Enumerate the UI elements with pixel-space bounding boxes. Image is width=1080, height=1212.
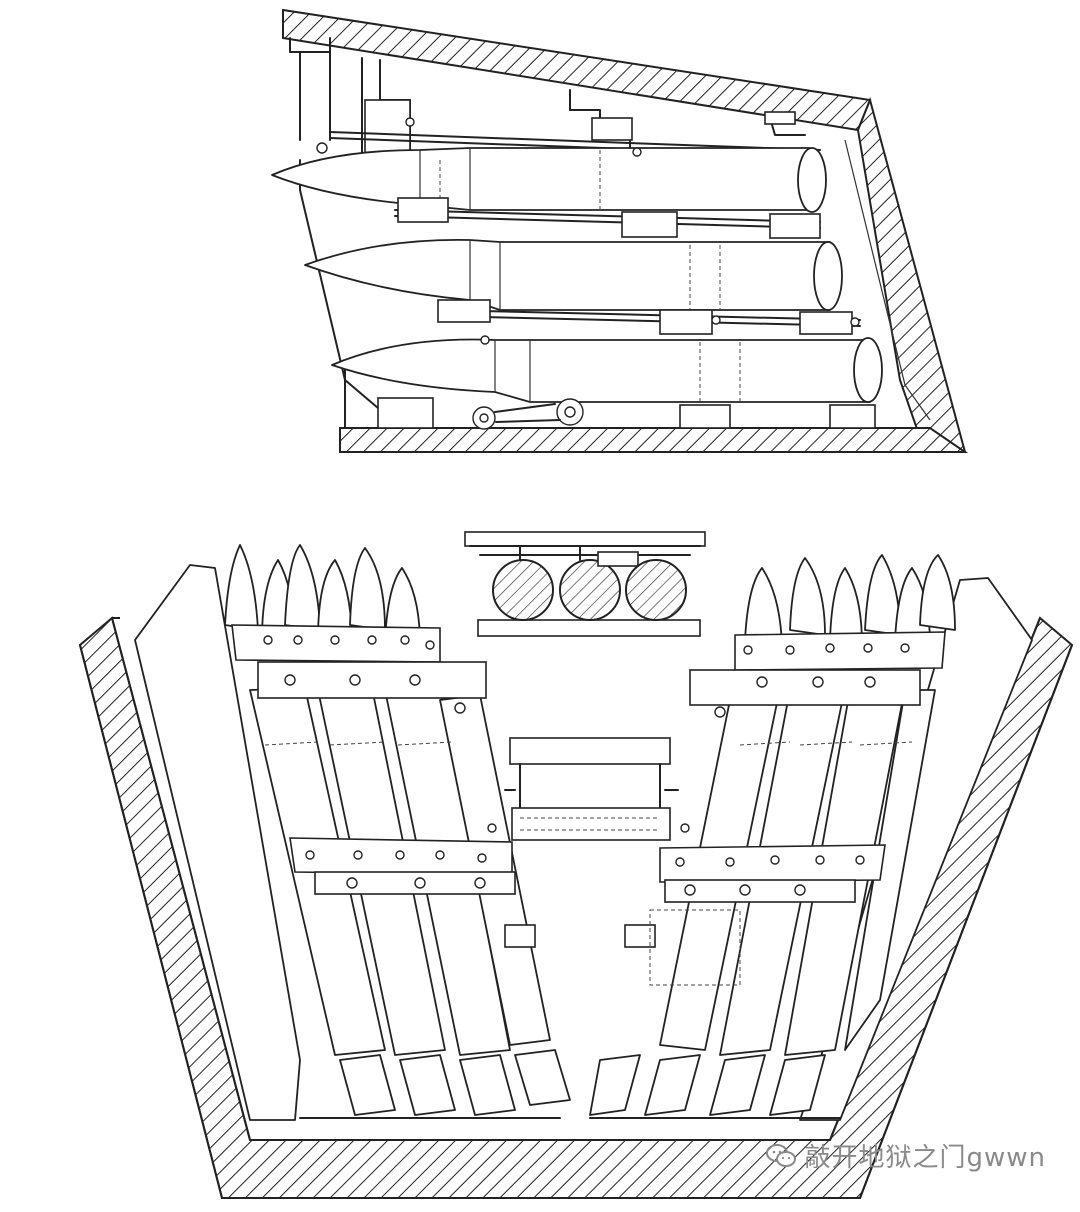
shell-bottom xyxy=(331,337,883,403)
side-section-view xyxy=(271,8,969,453)
left-rack xyxy=(224,544,571,1119)
shell-section-2 xyxy=(559,559,621,621)
cross-section-detail xyxy=(464,531,706,637)
shell-section-1 xyxy=(492,559,554,621)
right-rack xyxy=(589,554,956,1119)
front-section-view xyxy=(78,544,1074,1199)
wechat-icon xyxy=(766,1143,797,1167)
floor-hatched xyxy=(339,427,969,453)
watermark-text: 敲开地狱之门gwwn xyxy=(804,1143,1046,1173)
shell-top xyxy=(271,147,827,213)
shell-section-3 xyxy=(625,559,687,621)
watermark: 敲开地狱之门gwwn xyxy=(766,1137,1046,1174)
center-roller xyxy=(504,737,679,841)
shell-middle xyxy=(304,238,843,311)
